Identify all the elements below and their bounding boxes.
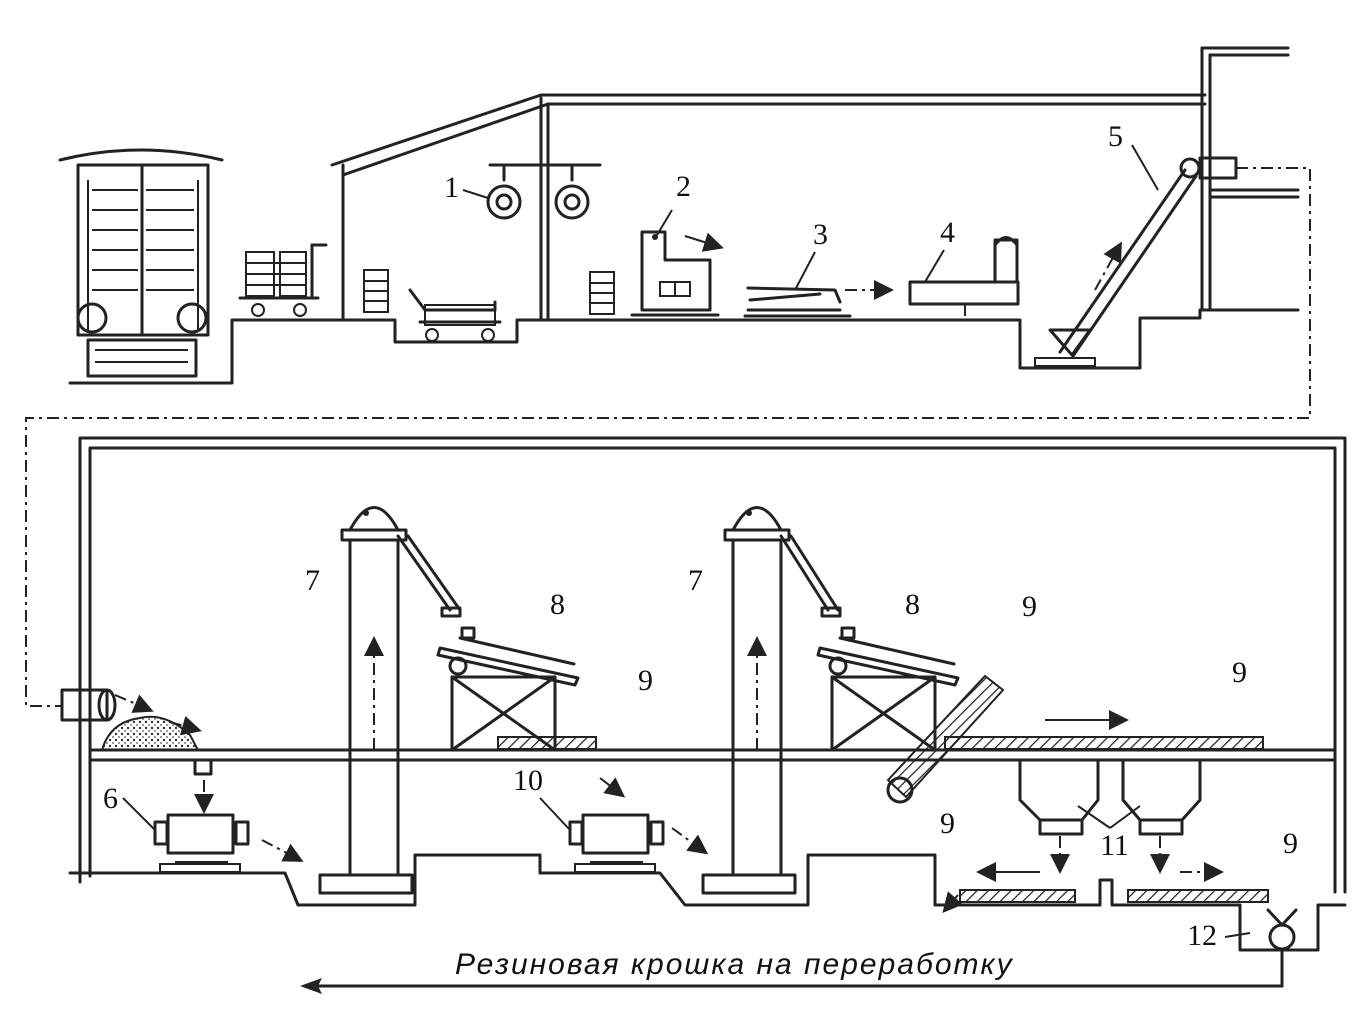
conveyor-9a <box>497 736 597 750</box>
cutting-press <box>743 286 852 318</box>
label-9a: 9 <box>638 664 653 697</box>
rubber-pile <box>100 715 200 751</box>
inlet-pipe <box>60 688 117 722</box>
label-2: 2 <box>676 170 691 203</box>
mill-6 <box>153 813 250 873</box>
conveyor-9e <box>1127 889 1269 903</box>
pulley-12 <box>1266 908 1298 988</box>
label-7a: 7 <box>305 564 320 597</box>
label-9d: 9 <box>940 807 955 840</box>
shredder <box>908 236 1020 316</box>
label-8b: 8 <box>905 588 920 621</box>
building-top <box>330 46 1300 322</box>
bead-cutter-machine <box>630 230 720 317</box>
railway-wagon <box>58 148 224 378</box>
tire-cart <box>238 243 328 317</box>
tire-stack-1 <box>363 269 389 313</box>
hoist-rail <box>486 163 602 220</box>
label-9e: 9 <box>1283 827 1298 860</box>
label-10: 10 <box>513 764 543 797</box>
screen-8b <box>816 626 960 752</box>
label-11: 11 <box>1100 829 1129 862</box>
elevator-7b <box>701 506 842 895</box>
label-1: 1 <box>444 171 459 204</box>
conveyor-9c <box>944 736 1264 750</box>
label-5: 5 <box>1108 120 1123 153</box>
elevator-7a <box>318 506 462 895</box>
inclined-conveyor <box>1034 156 1238 367</box>
pit-trolley <box>408 288 502 342</box>
label-12: 12 <box>1187 919 1217 952</box>
screen-8a <box>436 626 580 752</box>
label-4: 4 <box>940 216 955 249</box>
label-9c: 9 <box>1232 656 1247 689</box>
caption: Резиновая крошка на переработку <box>455 948 1014 981</box>
mill-10 <box>568 813 665 873</box>
tire-stack-2 <box>589 271 615 315</box>
label-7b: 7 <box>688 564 703 597</box>
label-6: 6 <box>103 782 118 815</box>
conveyor-9d <box>959 889 1076 903</box>
label-9b: 9 <box>1022 590 1037 623</box>
label-3: 3 <box>813 218 828 251</box>
label-8a: 8 <box>550 588 565 621</box>
hoppers-11 <box>1018 758 1202 836</box>
